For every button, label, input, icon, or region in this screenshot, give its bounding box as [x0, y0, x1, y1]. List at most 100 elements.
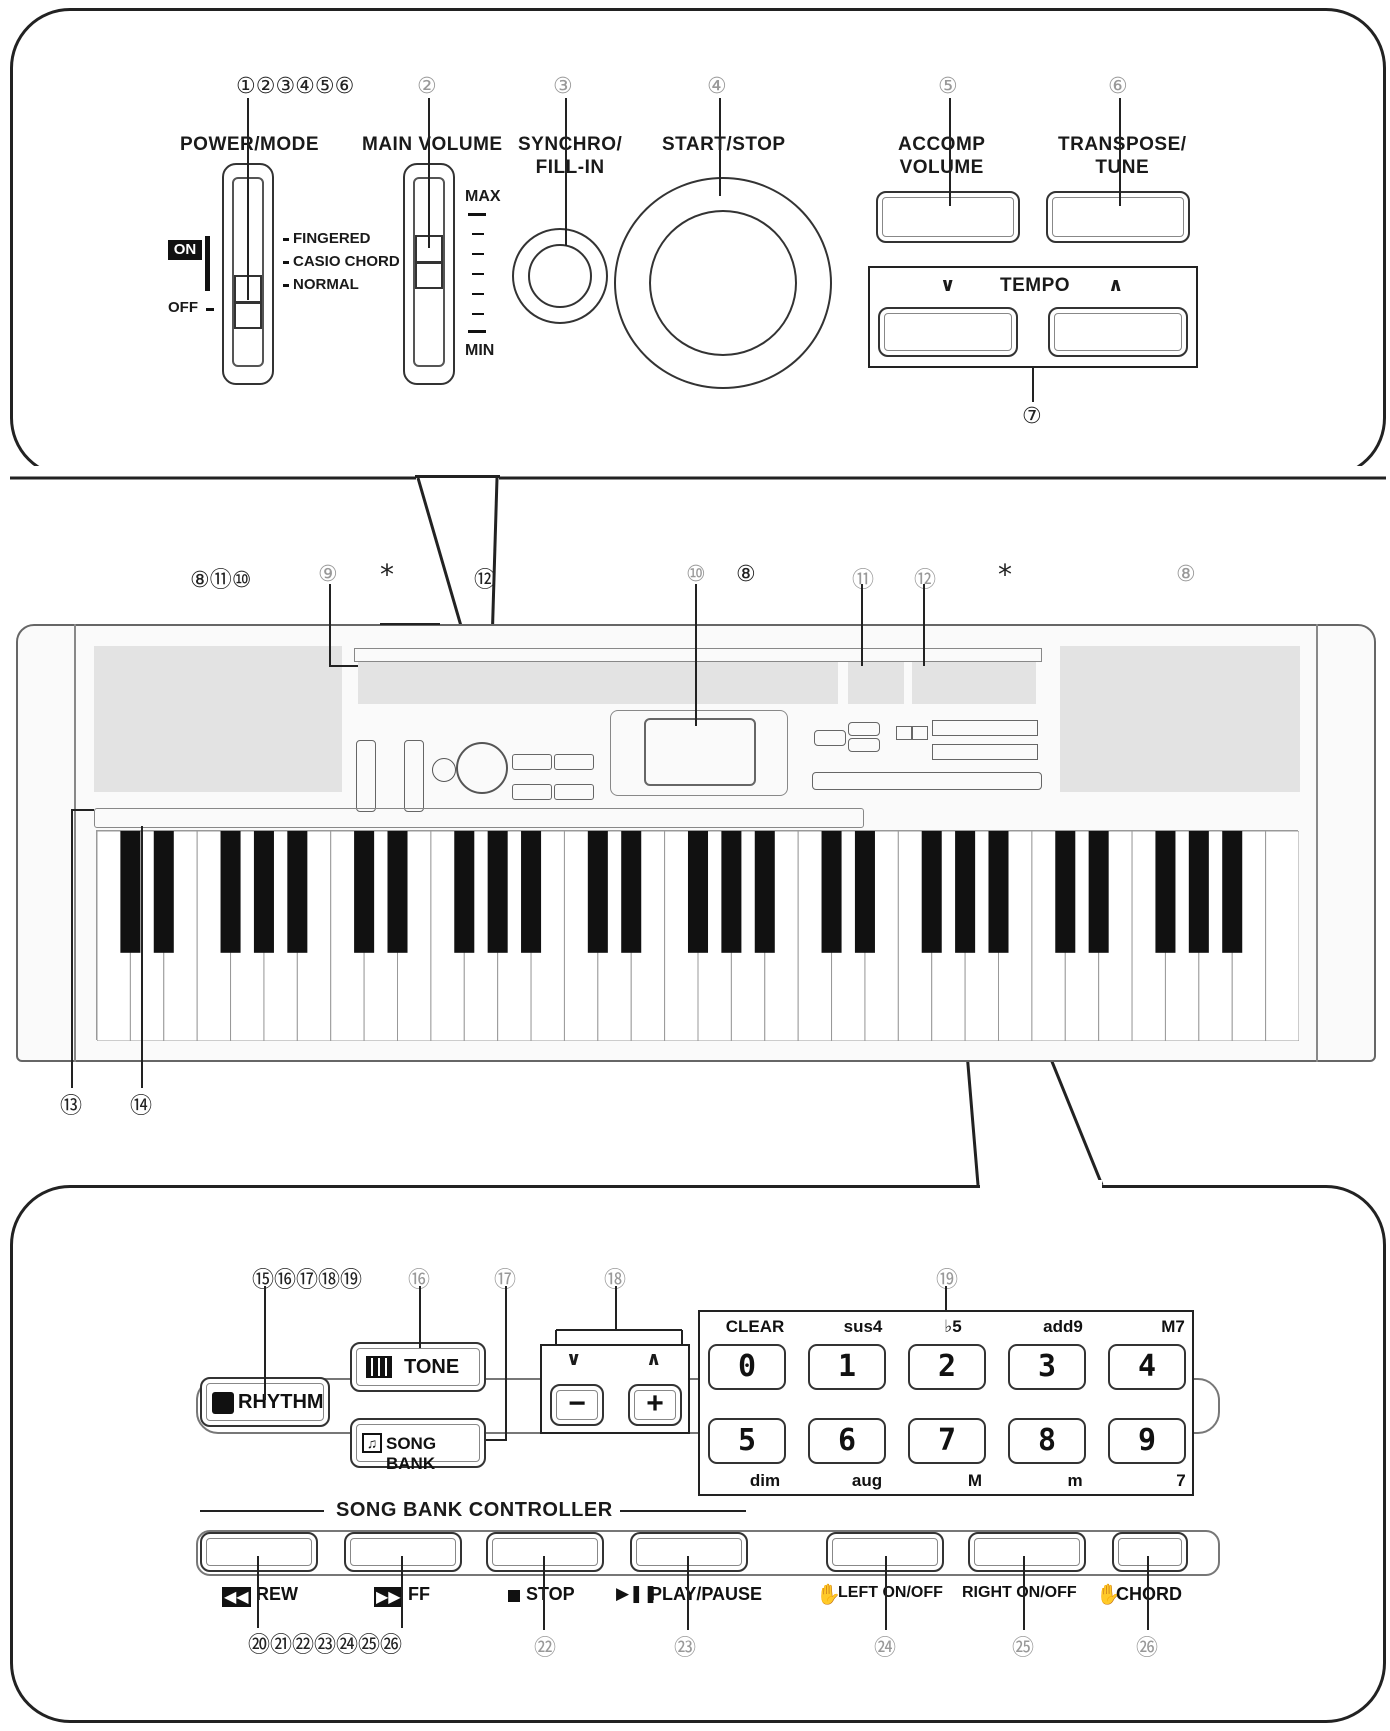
callout-9: ⑨: [318, 562, 338, 587]
power-mode-label: POWER/MODE: [180, 134, 320, 155]
number-2-button[interactable]: 2: [908, 1344, 986, 1390]
controller-title: SONG BANK CONTROLLER: [336, 1499, 613, 1521]
number-3-button[interactable]: 3: [1008, 1344, 1086, 1390]
on-badge: ON: [168, 240, 202, 260]
white-key[interactable]: [1265, 830, 1300, 1042]
music-note-icon: ♫: [362, 1433, 382, 1453]
rew-button[interactable]: [200, 1532, 318, 1572]
number-9-button[interactable]: 9: [1108, 1418, 1186, 1464]
callout-5: ⑤: [938, 74, 958, 99]
speaker-right: [1060, 646, 1300, 792]
chord-aug: aug: [851, 1471, 883, 1490]
callout-6: ⑥: [1108, 74, 1128, 99]
black-key[interactable]: [921, 831, 942, 953]
number-0-button[interactable]: 0: [708, 1344, 786, 1390]
mode-casio-chord: CASIO CHORD: [293, 253, 400, 270]
keybed: [96, 830, 1300, 1042]
black-key[interactable]: [1222, 831, 1243, 953]
black-key[interactable]: [1188, 831, 1209, 953]
black-key[interactable]: [120, 831, 141, 953]
tempo-down-button[interactable]: [878, 307, 1018, 357]
callout-10: ⑩: [686, 562, 706, 587]
callout-3: ③: [553, 74, 573, 99]
synchro-button[interactable]: [512, 228, 608, 324]
callout-13: ⑬: [60, 1094, 83, 1119]
on-bar: [205, 236, 210, 291]
black-key[interactable]: [287, 831, 308, 953]
black-key[interactable]: [354, 831, 375, 953]
black-key[interactable]: [153, 831, 174, 953]
black-key[interactable]: [687, 831, 709, 953]
number-8-button[interactable]: 8: [1008, 1418, 1086, 1464]
black-key[interactable]: [955, 831, 976, 953]
black-key[interactable]: [721, 831, 742, 953]
tone-button[interactable]: TONE: [350, 1342, 486, 1392]
tone-label-strip: [94, 808, 864, 828]
tick-casio: [283, 261, 289, 264]
chord-add9: add9: [1043, 1317, 1083, 1336]
transpose-tune-button[interactable]: [1046, 191, 1190, 243]
right-on-off-button[interactable]: [968, 1532, 1086, 1572]
tone-label: TONE: [404, 1356, 460, 1378]
callout-15-19: ⑮⑯⑰⑱⑲: [252, 1268, 363, 1293]
keyboard-end-right: [1316, 624, 1376, 1062]
callout-23: ㉓: [674, 1636, 697, 1661]
controller-rail: [196, 1530, 1220, 1576]
black-key[interactable]: [621, 831, 642, 953]
black-key[interactable]: [854, 831, 875, 953]
chord-m7: M7: [1161, 1317, 1185, 1336]
black-key[interactable]: [1155, 831, 1176, 953]
black-key[interactable]: [454, 831, 475, 953]
black-key[interactable]: [521, 831, 542, 953]
number-keypad-box: [698, 1310, 1194, 1496]
tempo-up-button[interactable]: [1048, 307, 1188, 357]
callout-8-center: ⑧: [736, 562, 756, 587]
mode-normal: NORMAL: [293, 276, 359, 293]
piano-keys[interactable]: [96, 830, 1300, 1042]
callout-22: ㉒: [534, 1636, 557, 1661]
rhythm-strip: [848, 662, 904, 704]
black-key[interactable]: [487, 831, 508, 953]
chord-minor: m: [1067, 1471, 1083, 1490]
number-7-button[interactable]: 7: [908, 1418, 986, 1464]
transpose-tune-label: TRANSPOSE/ TUNE: [1058, 134, 1187, 178]
chord-major: M: [967, 1471, 983, 1490]
accomp-volume-button[interactable]: [876, 191, 1020, 243]
black-key[interactable]: [821, 831, 842, 953]
volume-scale: [468, 213, 488, 333]
black-key[interactable]: [1055, 831, 1076, 953]
number-6-button[interactable]: 6: [808, 1418, 886, 1464]
rhythm-button[interactable]: RHYTHM: [200, 1377, 330, 1427]
chord-sus4: sus4: [843, 1317, 883, 1336]
plus-button[interactable]: +: [628, 1384, 682, 1426]
black-key[interactable]: [1088, 831, 1109, 953]
callout-2: ②: [417, 74, 437, 99]
callout-4: ④: [707, 74, 727, 99]
start-stop-button[interactable]: [614, 177, 832, 389]
black-key[interactable]: [253, 831, 274, 953]
chord-button[interactable]: [1112, 1532, 1188, 1572]
chord-dim: dim: [749, 1471, 781, 1490]
play-pause-icon: ▶❚❚: [616, 1584, 658, 1603]
black-key[interactable]: [754, 831, 775, 953]
number-5-button[interactable]: 5: [708, 1418, 786, 1464]
song-bank-button[interactable]: ♫ SONG BANK: [350, 1418, 486, 1473]
lcd-display: [644, 718, 756, 786]
number-4-button[interactable]: 4: [1108, 1344, 1186, 1390]
number-1-button[interactable]: 1: [808, 1344, 886, 1390]
mini-controls: [352, 730, 602, 814]
rhythm-label: RHYTHM: [238, 1391, 324, 1413]
black-key[interactable]: [988, 831, 1009, 953]
song-bank-strip: [358, 662, 838, 704]
mini-keypad: [812, 716, 1042, 802]
callout-12-right: ⑫: [914, 568, 937, 593]
black-key[interactable]: [220, 831, 241, 953]
play-pause-label: PLAY/PAUSE: [650, 1584, 763, 1604]
black-key[interactable]: [387, 831, 408, 953]
black-key[interactable]: [587, 831, 608, 953]
synchro-label: SYNCHRO/ FILL-IN: [518, 134, 623, 178]
minus-button[interactable]: −: [550, 1384, 604, 1426]
